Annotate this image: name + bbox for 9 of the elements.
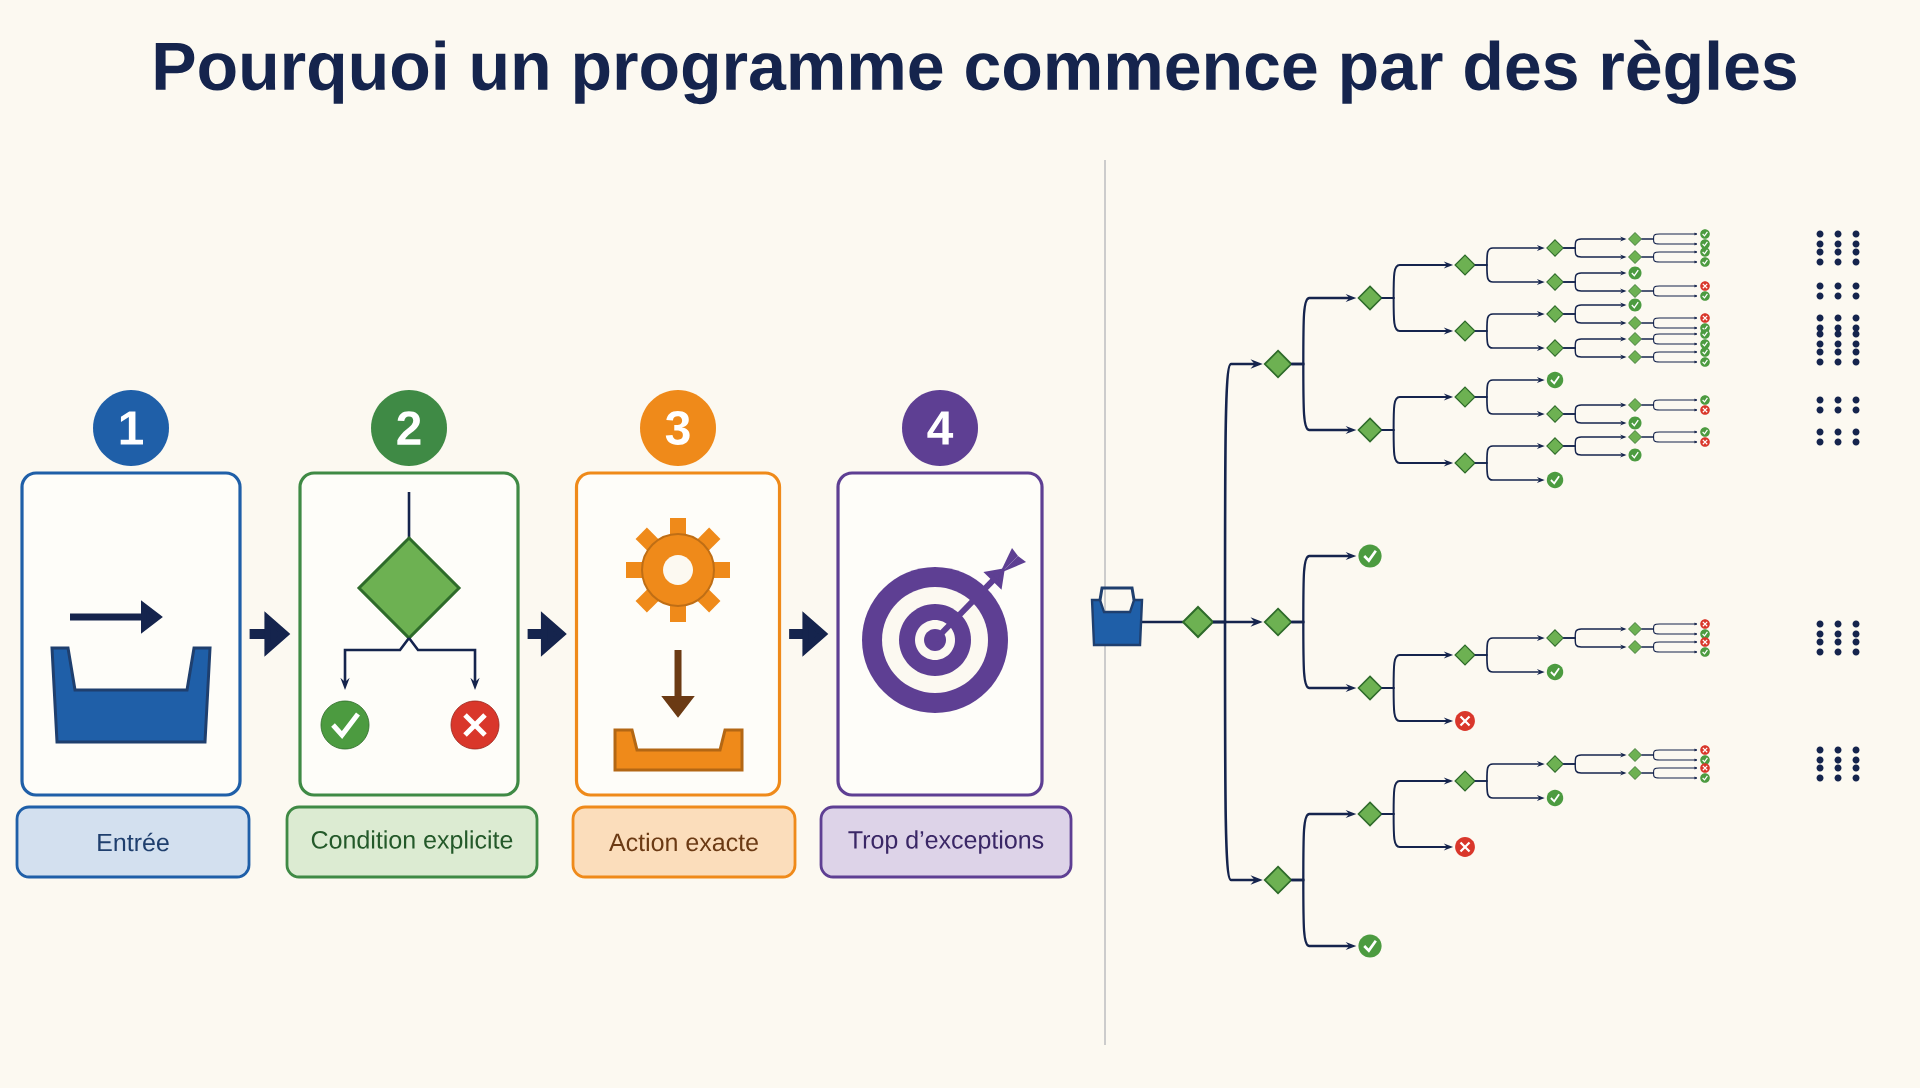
title: Pourquoi un programme commence par des règles [155,39,1796,105]
step-label: Entrée [15,805,251,879]
number-badge: 4 [902,390,978,466]
step-label: Condition explicite [285,805,539,879]
number-badge: 2 [371,390,447,466]
number-badge: 1 [93,390,169,466]
step-label: Trop d’exceptions [819,805,1073,879]
number-badge: 3 [640,390,716,466]
step-label: Action exacte [571,805,797,879]
